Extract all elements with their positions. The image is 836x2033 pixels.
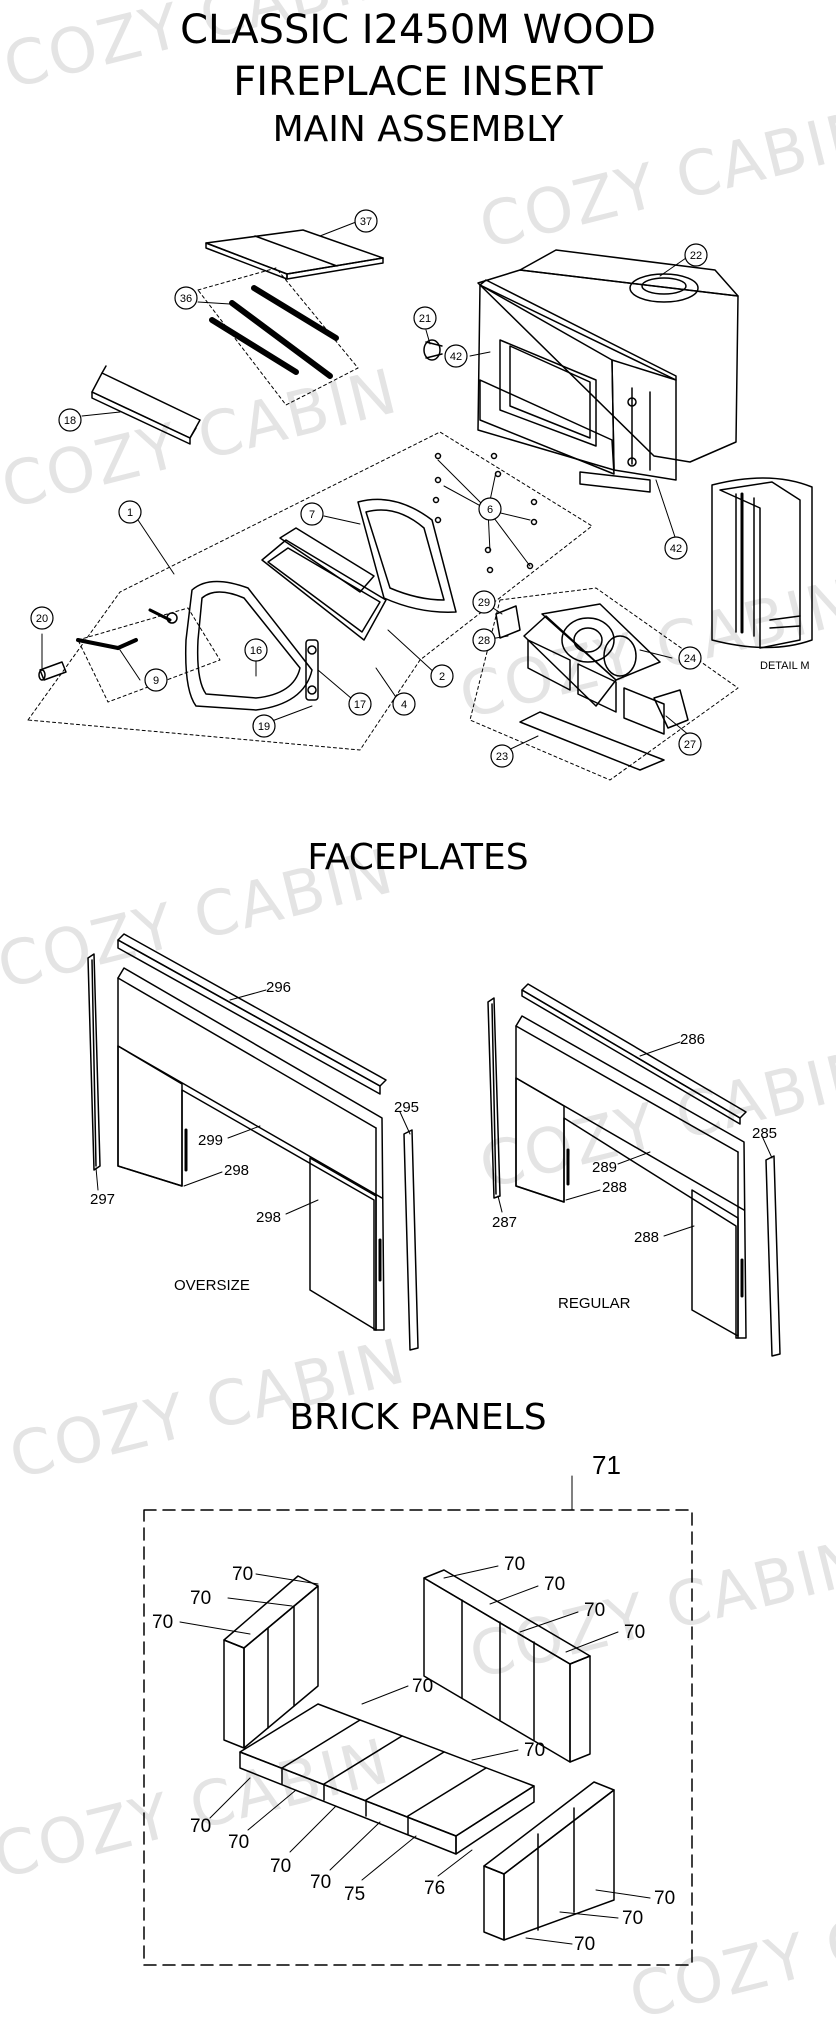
callout-29: 29 (478, 597, 490, 609)
plug-part (423, 339, 443, 361)
brick-labels: 71 70 70 70 70 70 70 70 70 70 70 70 70 7… (152, 1450, 675, 1955)
brick-label: 70 (624, 1622, 645, 1643)
brick-label: 70 (622, 1908, 643, 1929)
callout-9: 9 (153, 675, 159, 687)
page-title-line-2: FIREPLACE INSERT (233, 59, 603, 105)
main-assembly (27, 229, 813, 781)
callout-27: 27 (684, 739, 696, 751)
handle-part (76, 607, 221, 703)
stove-body (477, 249, 739, 493)
callout-23: 23 (496, 751, 508, 763)
brick-panels-title: BRICK PANELS (289, 1397, 547, 1438)
faceplate-captions: OVERSIZE REGULAR (174, 1277, 631, 1312)
door-group-outline (27, 431, 593, 751)
brick-label-75: 75 (344, 1884, 365, 1905)
handle-grip-part (38, 661, 67, 681)
regular-caption: REGULAR (558, 1295, 631, 1312)
glass-part (261, 527, 387, 641)
top-plate-part (205, 229, 384, 280)
brick-label: 70 (544, 1574, 565, 1595)
callout-6: 6 (487, 504, 493, 516)
screws-part (432, 452, 538, 574)
callout-37: 37 (360, 216, 372, 228)
callout-22: 22 (690, 250, 702, 262)
detail-m-inset (711, 477, 813, 649)
faceplate-part-296: 296 (266, 979, 291, 996)
brick-label-76: 76 (424, 1878, 445, 1899)
brick-label: 70 (190, 1816, 211, 1837)
faceplate-part-287: 287 (492, 1214, 517, 1231)
page-title-line-1: CLASSIC I2450M WOOD (180, 7, 656, 53)
faceplate-part-285: 285 (752, 1125, 777, 1142)
detail-m-label: DETAIL M (760, 660, 810, 672)
faceplate-part-298b: 298 (256, 1209, 281, 1226)
callout-2: 2 (439, 671, 445, 683)
callout-bubbles (30, 209, 708, 768)
callout-24: 24 (684, 653, 696, 665)
callout-16: 16 (250, 645, 262, 657)
tubes-part (197, 267, 359, 406)
faceplate-part-297: 297 (90, 1191, 115, 1208)
faceplate-part-289: 289 (592, 1159, 617, 1176)
brick-label: 70 (152, 1612, 173, 1633)
faceplates-title: FACEPLATES (307, 837, 529, 878)
brick-label: 70 (190, 1588, 211, 1609)
brick-label: 70 (584, 1600, 605, 1621)
brick-group-71: 71 (592, 1450, 621, 1480)
callout-42b: 42 (670, 543, 682, 555)
callout-19: 19 (258, 721, 270, 733)
brick-label: 70 (270, 1856, 291, 1877)
brick-label: 70 (654, 1888, 675, 1909)
faceplate-part-298: 298 (224, 1162, 249, 1179)
callout-1: 1 (127, 507, 133, 519)
callout-4: 4 (401, 699, 407, 711)
brick-label: 70 (504, 1554, 525, 1575)
faceplate-part-286: 286 (680, 1031, 705, 1048)
callout-20: 20 (36, 613, 48, 625)
callout-21: 21 (419, 313, 431, 325)
callout-36: 36 (180, 293, 192, 305)
assembly-callout-labels: 37 36 22 21 42 18 1 7 6 20 16 9 17 4 2 1… (36, 216, 702, 763)
brick-label: 70 (310, 1872, 331, 1893)
brick-panels-group (143, 1475, 693, 1966)
callout-7: 7 (309, 509, 315, 521)
brick-label: 70 (524, 1740, 545, 1761)
faceplate-leaders (95, 989, 773, 1237)
callout-42: 42 (450, 351, 462, 363)
brick-label: 70 (228, 1832, 249, 1853)
faceplate-regular (487, 983, 781, 1357)
faceplate-part-299: 299 (198, 1132, 223, 1149)
faceplate-part-295: 295 (394, 1099, 419, 1116)
callout-17: 17 (354, 699, 366, 711)
blower-group-outline (469, 587, 739, 781)
callout-leaders (41, 221, 691, 755)
callout-28: 28 (478, 635, 490, 647)
brick-leaders (179, 1565, 651, 1945)
faceplate-part-288b: 288 (634, 1229, 659, 1246)
brick-label: 70 (412, 1676, 433, 1697)
callout-18: 18 (64, 415, 76, 427)
blower-part (495, 603, 689, 771)
gasket-frame-part (357, 498, 457, 613)
brick-label: 70 (574, 1934, 595, 1955)
page-title-line-3: MAIN ASSEMBLY (272, 109, 564, 150)
brick-label: 70 (232, 1564, 253, 1585)
faceplate-oversize (87, 933, 419, 1351)
faceplate-labels: 296 295 299 298 297 298 286 285 289 288 … (90, 979, 777, 1246)
bracket-part (91, 365, 201, 445)
oversize-caption: OVERSIZE (174, 1277, 250, 1294)
faceplate-part-288: 288 (602, 1179, 627, 1196)
